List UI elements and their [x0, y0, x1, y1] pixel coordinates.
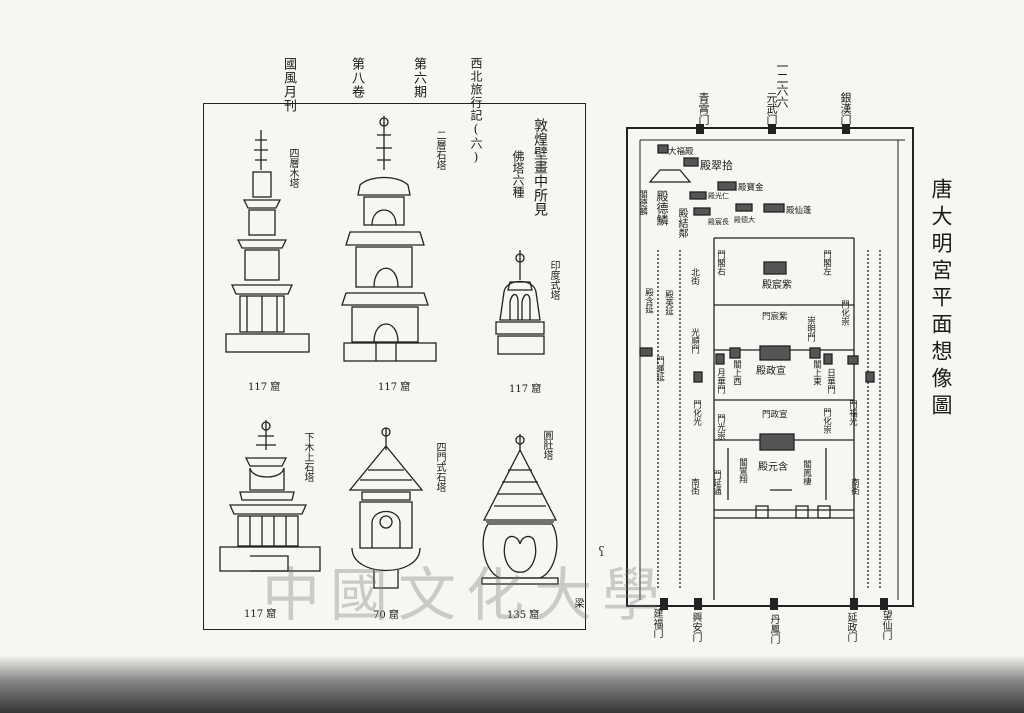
plan-label-30: 門光崇: [715, 414, 726, 440]
figure-caption-line1: 敦煌壁畫中所見: [532, 118, 548, 216]
pagoda-label-6: 圓肚塔: [541, 430, 552, 460]
plan-label-3: 殿寶金: [738, 183, 764, 193]
plan-label-29: 門化光: [691, 400, 702, 426]
plan-label-32: 門福光: [847, 400, 858, 426]
pagoda-label-1: 四層木塔: [287, 148, 298, 188]
plan-label-26: 月華門: [715, 368, 726, 394]
plan-label-16: 門閣左: [821, 250, 832, 276]
gate-label-bottom-3: 丹鳳门: [768, 614, 779, 644]
cave-label-5: 70 窟: [373, 610, 399, 621]
plan-label-1: 大福殿: [668, 147, 694, 157]
gate-label-top-1: 青霄门: [697, 92, 710, 125]
plan-label-12: 北街: [689, 268, 700, 285]
journal-title: 國風月刊: [281, 57, 296, 113]
cave-label-3: 117 窟: [509, 384, 542, 395]
plan-label-36: 南街: [689, 478, 700, 495]
plan-bridges: [755, 505, 831, 519]
article-title: 西北旅行記(六): [469, 57, 483, 165]
plan-label-20: 崇明門: [805, 316, 816, 342]
plan-label-5: 殿宸長: [708, 218, 729, 226]
plan-label-2: 殿翠拾: [700, 159, 733, 172]
plan-label-6: 殿德大: [734, 216, 755, 224]
plan-label-24: 閣上西: [731, 360, 742, 386]
page-number: 一二六六: [775, 60, 789, 108]
pagoda-figure-frame: [203, 103, 586, 630]
pagoda-drawing-5: [348, 427, 424, 589]
plan-label-10: 殿結鄰: [676, 208, 687, 238]
pagoda-drawing-3: [495, 250, 545, 355]
plan-label-19: 光順門: [689, 328, 700, 354]
plan-label-15: 門閣右: [715, 250, 726, 276]
plan-label-25: 閣上東: [811, 360, 822, 386]
watermark: 中國文化大學: [262, 561, 671, 629]
gate-label-top-2: 元武门: [765, 92, 778, 125]
plan-label-33: 閣鸞翔: [737, 458, 748, 484]
gate-label-bottom-2: 興安门: [690, 612, 701, 642]
plan-label-7: 殿仙蓬: [786, 206, 812, 216]
plan-label-8: 閣德麟: [637, 190, 648, 216]
volume-label: 第八卷: [349, 57, 364, 99]
plan-label-34: 閣鳳棲: [801, 460, 812, 486]
pagoda-label-2: 二層石塔: [434, 130, 445, 170]
scan-bottom-edge: [0, 655, 1024, 713]
gate-label-top-3: 銀漢门: [839, 92, 852, 125]
pagoda-drawing-2: [341, 116, 437, 362]
plan-title: 唐大明宮平面想像圖: [929, 178, 953, 421]
cave-label-1: 117 窟: [248, 382, 281, 393]
gate-label-bottom-1: 建福门: [651, 608, 662, 638]
plan-label-28: 門運延: [654, 356, 665, 382]
hall-label-hanyuan: 殿元含: [758, 462, 788, 473]
plan-label-4: 殿光仁: [708, 192, 729, 200]
plan-label-23: 門政宣: [762, 410, 788, 420]
plan-gates: [660, 124, 888, 610]
pagoda-drawing-6: [481, 434, 559, 585]
author-mark: 梁: [572, 598, 583, 608]
cave-label-6: 135 窟: [507, 610, 540, 621]
plan-label-21: 門化崇: [839, 300, 850, 326]
gutter-mark: ʕ: [598, 545, 605, 560]
plan-label-17: 殿含延: [643, 288, 654, 314]
plan-label-9: 殿德鱗: [655, 190, 669, 226]
cave-label-4: 117 窟: [244, 609, 277, 620]
plan-label-38: 門延通: [711, 470, 722, 496]
pagoda-label-4: 下木上石塔: [302, 432, 313, 482]
hall-label-zichen: 殿宸紫: [762, 280, 792, 291]
issue-label: 第六期: [411, 57, 426, 99]
cave-label-2: 117 窟: [378, 382, 411, 393]
gate-label-bottom-4: 延政门: [845, 612, 856, 642]
plan-label-37: 南街: [849, 478, 860, 495]
gate-label-bottom-5: 望仙门: [880, 610, 891, 640]
pagoda-drawing-1: [225, 130, 310, 353]
plan-label-27: 日華門: [825, 368, 836, 394]
plan-label-31: 門化崇: [821, 408, 832, 434]
figure-caption-line2: 佛塔六種: [511, 150, 525, 198]
plan-halls: [639, 144, 875, 451]
plan-label-18: 殿英延: [663, 290, 674, 316]
pagoda-label-5: 四門式石塔: [434, 442, 445, 492]
pagoda-label-3: 印度式塔: [548, 260, 559, 300]
plan-label-14: 門宸紫: [762, 312, 788, 322]
pagoda-drawing-4: [219, 420, 321, 572]
hall-label-xuanzheng: 殿政宣: [756, 366, 786, 377]
